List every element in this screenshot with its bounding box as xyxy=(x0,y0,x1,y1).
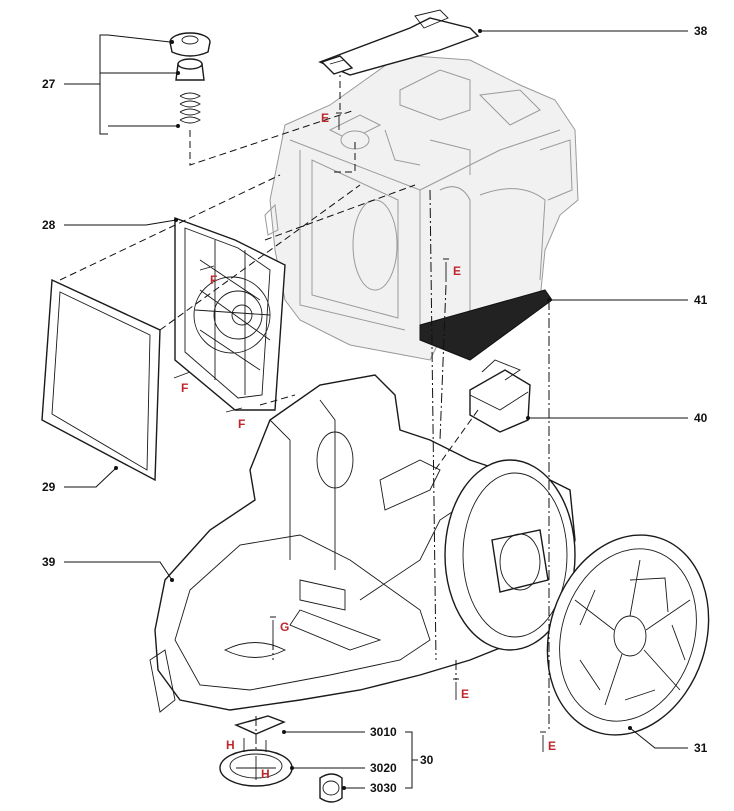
assembly-lines xyxy=(59,75,550,750)
fastener-e-top: E xyxy=(321,111,329,125)
part-38-handle xyxy=(318,9,482,76)
callout-41: 41 xyxy=(694,293,708,307)
callout-3030: 3030 xyxy=(370,781,397,795)
wheel-housing xyxy=(444,459,576,651)
fastener-f-1: F xyxy=(210,273,217,287)
fastener-h-2: H xyxy=(261,767,270,781)
fastener-e-mid: E xyxy=(453,264,461,278)
upper-housing xyxy=(264,54,579,361)
callout-28: 28 xyxy=(42,218,56,232)
callout-3020: 3020 xyxy=(370,761,397,775)
fastener-labels: E E F F F G E E H H xyxy=(181,111,556,781)
fastener-g: G xyxy=(280,620,289,634)
leader-lines xyxy=(64,30,688,789)
fastener-h-1: H xyxy=(226,738,235,752)
callout-labels: 27 38 28 41 40 29 39 31 3010 3020 3030 3… xyxy=(42,24,708,795)
fastener-f-3: F xyxy=(238,417,245,431)
callout-31: 31 xyxy=(694,741,708,755)
caster-assembly xyxy=(219,715,346,803)
callout-38: 38 xyxy=(694,24,708,38)
part-40-bracket xyxy=(469,359,531,433)
part-28-filter-frame xyxy=(174,216,286,411)
callout-39: 39 xyxy=(42,555,56,569)
callout-30: 30 xyxy=(420,753,434,767)
fastener-e-bottom: E xyxy=(461,687,469,701)
callout-3010: 3010 xyxy=(370,725,397,739)
callout-40: 40 xyxy=(694,411,708,425)
part-29-gasket-frame xyxy=(41,278,161,482)
fastener-e-right: E xyxy=(548,739,556,753)
callout-29: 29 xyxy=(42,480,56,494)
fastener-f-2: F xyxy=(181,381,188,395)
screw-set xyxy=(173,112,546,752)
callout-27: 27 xyxy=(42,77,56,91)
part-27-knob-stack xyxy=(169,32,211,128)
